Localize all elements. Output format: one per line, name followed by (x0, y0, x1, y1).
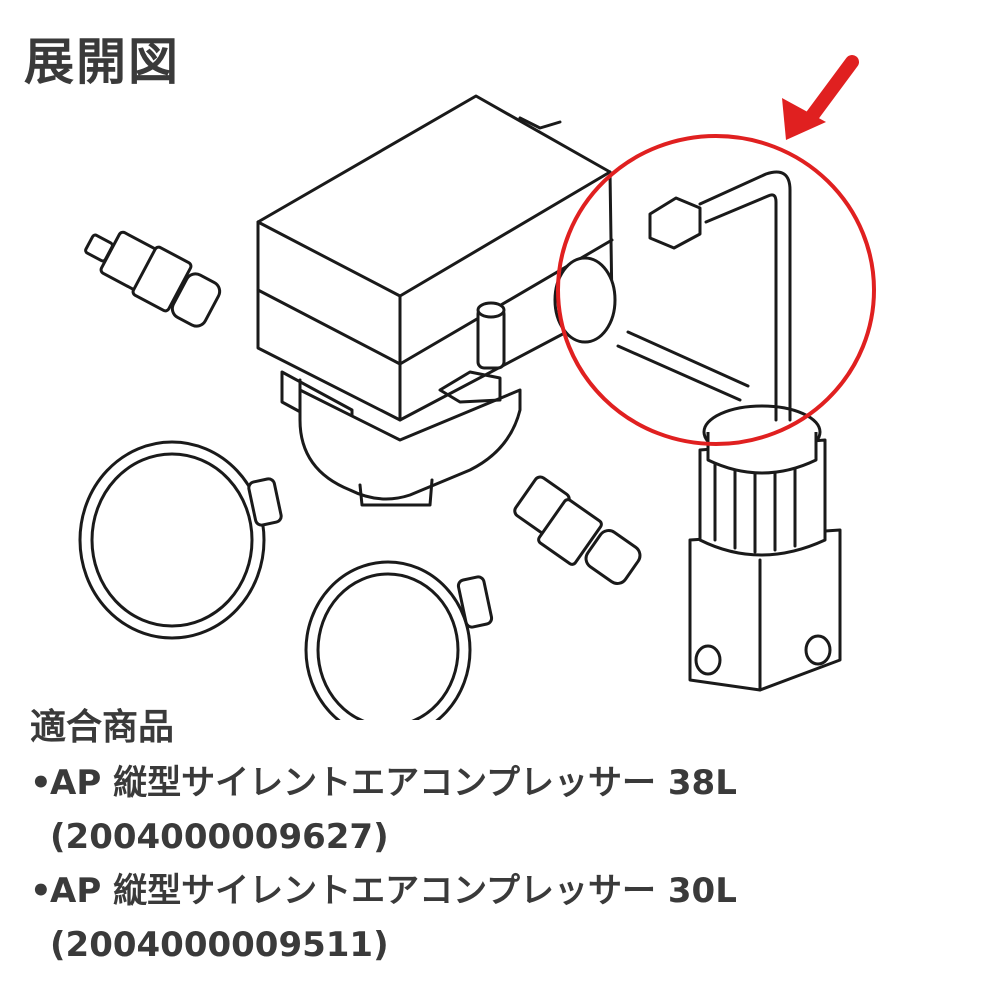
bullet: • (30, 871, 52, 911)
exploded-diagram (78, 55, 876, 720)
red-arrow-icon (782, 55, 859, 140)
pressure-gauge-small (304, 560, 494, 720)
product-code: (2004000009627) (50, 817, 389, 857)
bullet: • (30, 763, 52, 803)
regulator-pipe (616, 170, 792, 422)
product-item: •AP 縦型サイレントエアコンプレッサー 30L (2004000009511) (30, 864, 990, 972)
product-name: AP 縦型サイレントエアコンプレッサー 30L (50, 871, 737, 911)
highlight-circle (556, 134, 876, 446)
page-title: 展開図 (24, 33, 180, 91)
air-regulator (688, 404, 842, 692)
pressure-switch (256, 94, 617, 507)
pressure-gauge-large (78, 440, 283, 640)
product-item: •AP 縦型サイレントエアコンプレッサー 38L (2004000009627) (30, 756, 990, 864)
nipple-fitting (513, 475, 642, 585)
product-name: AP 縦型サイレントエアコンプレッサー 38L (50, 763, 737, 803)
unloader-valve (84, 230, 222, 328)
product-code: (2004000009511) (50, 925, 389, 965)
compatible-products: 適合商品 •AP 縦型サイレントエアコンプレッサー 38L (200400000… (30, 700, 990, 972)
compatible-heading: 適合商品 (30, 707, 175, 748)
